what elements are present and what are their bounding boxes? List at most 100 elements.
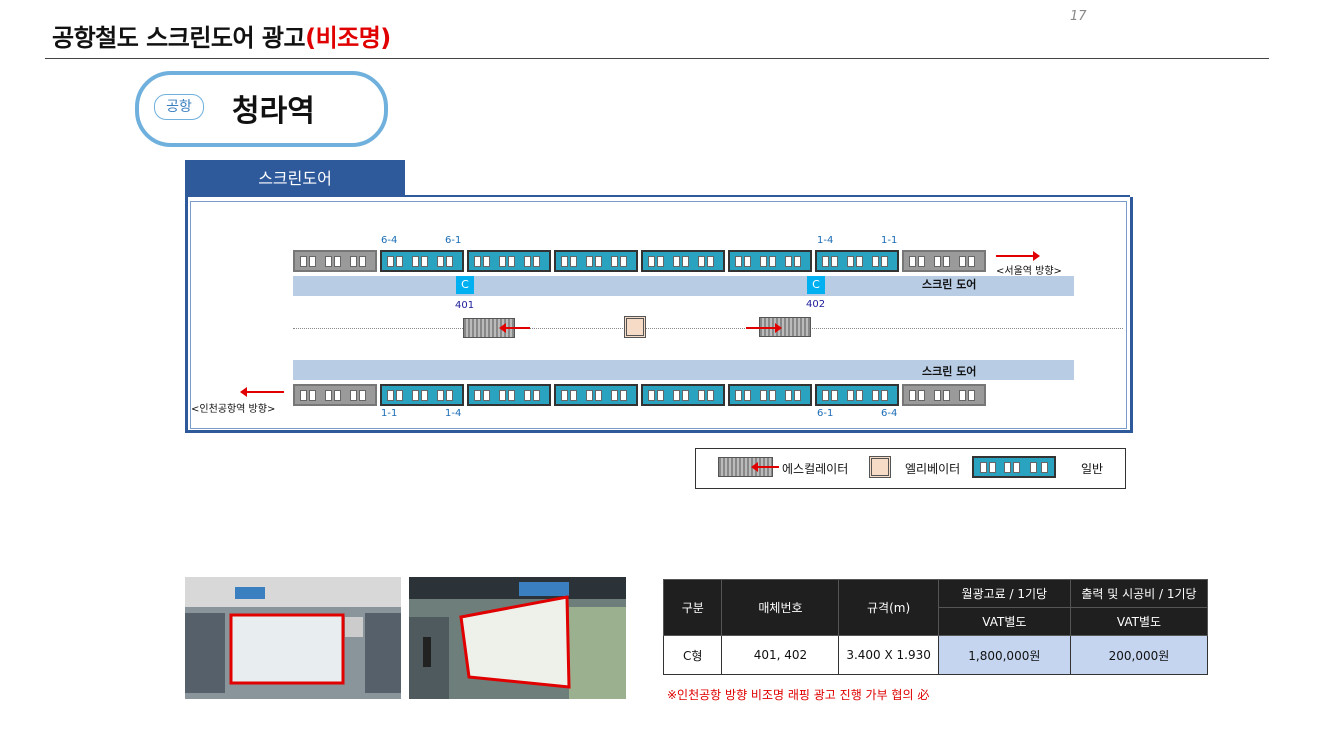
door-label: 1-4 (817, 235, 834, 246)
car-window (744, 256, 751, 267)
ad-marker-box[interactable]: C (807, 276, 825, 294)
train-car (815, 384, 899, 406)
ad-marker-number: 402 (806, 299, 826, 310)
car-window (570, 256, 577, 267)
table-cell: 3.400 X 1.930 (838, 635, 939, 675)
arrow-left-icon (751, 462, 779, 472)
car-window (673, 256, 680, 267)
car-window (648, 256, 655, 267)
car-window (396, 256, 403, 267)
car-window (934, 256, 941, 267)
car-window (831, 256, 838, 267)
station-name: 청라역 (232, 94, 315, 129)
car-window (943, 390, 950, 401)
platform-photo (409, 577, 626, 699)
car-window (483, 390, 490, 401)
car-window (822, 256, 829, 267)
car-window (309, 390, 316, 401)
train-car (467, 250, 551, 272)
train-car (641, 384, 725, 406)
car-window (499, 256, 506, 267)
car-window (657, 256, 664, 267)
train-car (554, 384, 638, 406)
car-window (334, 390, 341, 401)
car-window (437, 256, 444, 267)
door-label: 6-4 (881, 408, 898, 419)
car-window (831, 390, 838, 401)
car-window (794, 390, 801, 401)
car-window (387, 256, 394, 267)
car-window (760, 256, 767, 267)
screen-door-strip-bottom (293, 360, 1074, 380)
arrow-right-icon (996, 251, 1040, 261)
door-label: 6-1 (445, 235, 462, 246)
car-window (611, 390, 618, 401)
table-cell: C형 (662, 635, 723, 675)
title-main: 공항철도 스크린도어 광고 (52, 24, 306, 52)
car-window (350, 256, 357, 267)
train-car (902, 384, 986, 406)
car-window (847, 390, 854, 401)
car-window (620, 390, 627, 401)
car-window (872, 256, 879, 267)
car-window (872, 390, 879, 401)
car-window (350, 390, 357, 401)
car-window (657, 390, 664, 401)
col-subheader: VAT별도 (937, 607, 1071, 636)
train-car (728, 384, 812, 406)
col-header: 출력 및 시공비 / 1기당 (1069, 579, 1209, 608)
car-window (620, 256, 627, 267)
car-window (359, 390, 366, 401)
door-label: 1-4 (445, 408, 462, 419)
car-window (325, 256, 332, 267)
car-window (474, 390, 481, 401)
car-window (446, 256, 453, 267)
car-window (524, 390, 531, 401)
ad-marker-box[interactable]: C (456, 276, 474, 294)
car-window (595, 256, 602, 267)
car-window (881, 390, 888, 401)
car-window (760, 390, 767, 401)
car-window (300, 390, 307, 401)
door-label: 6-4 (381, 235, 398, 246)
line-badge: 공항 (154, 94, 204, 120)
train-car (467, 384, 551, 406)
table-cell: 200,000원 (1069, 635, 1209, 675)
car-window (707, 390, 714, 401)
direction-label-bottom: <인천공항역 방향> (191, 404, 276, 415)
col-subheader: VAT별도 (1069, 607, 1209, 636)
car-window (968, 256, 975, 267)
car-window (918, 256, 925, 267)
car-window (611, 256, 618, 267)
car-window (387, 390, 394, 401)
tab-underline (185, 195, 1130, 198)
page-title: 공항철도 스크린도어 광고(비조명) (52, 18, 391, 53)
col-header: 구분 (662, 579, 723, 636)
col-header: 월광고료 / 1기당 (937, 579, 1071, 608)
car-window (412, 256, 419, 267)
car-window (968, 390, 975, 401)
car-window (959, 256, 966, 267)
car-window (918, 390, 925, 401)
car-window (533, 256, 540, 267)
car-window (698, 390, 705, 401)
car-window (561, 390, 568, 401)
train-car (293, 250, 377, 272)
car-window (446, 390, 453, 401)
train-car (380, 250, 464, 272)
diagram-inner (190, 201, 1127, 429)
train-car-icon (972, 456, 1056, 478)
car-window (421, 390, 428, 401)
car-window (570, 390, 577, 401)
legend-normal-label: 일반 (1081, 462, 1104, 476)
car-window (524, 256, 531, 267)
car-window (586, 390, 593, 401)
table-row: C형 401, 402 3.400 X 1.930 1,800,000원 200… (662, 635, 1209, 675)
platform-centerline (293, 328, 1123, 329)
elevator-icon (624, 316, 646, 338)
car-window (648, 390, 655, 401)
tab-screen-door[interactable]: 스크린도어 (185, 160, 405, 197)
arrow-left-icon (499, 323, 530, 333)
car-window (735, 256, 742, 267)
arrow-right-icon (746, 323, 782, 333)
